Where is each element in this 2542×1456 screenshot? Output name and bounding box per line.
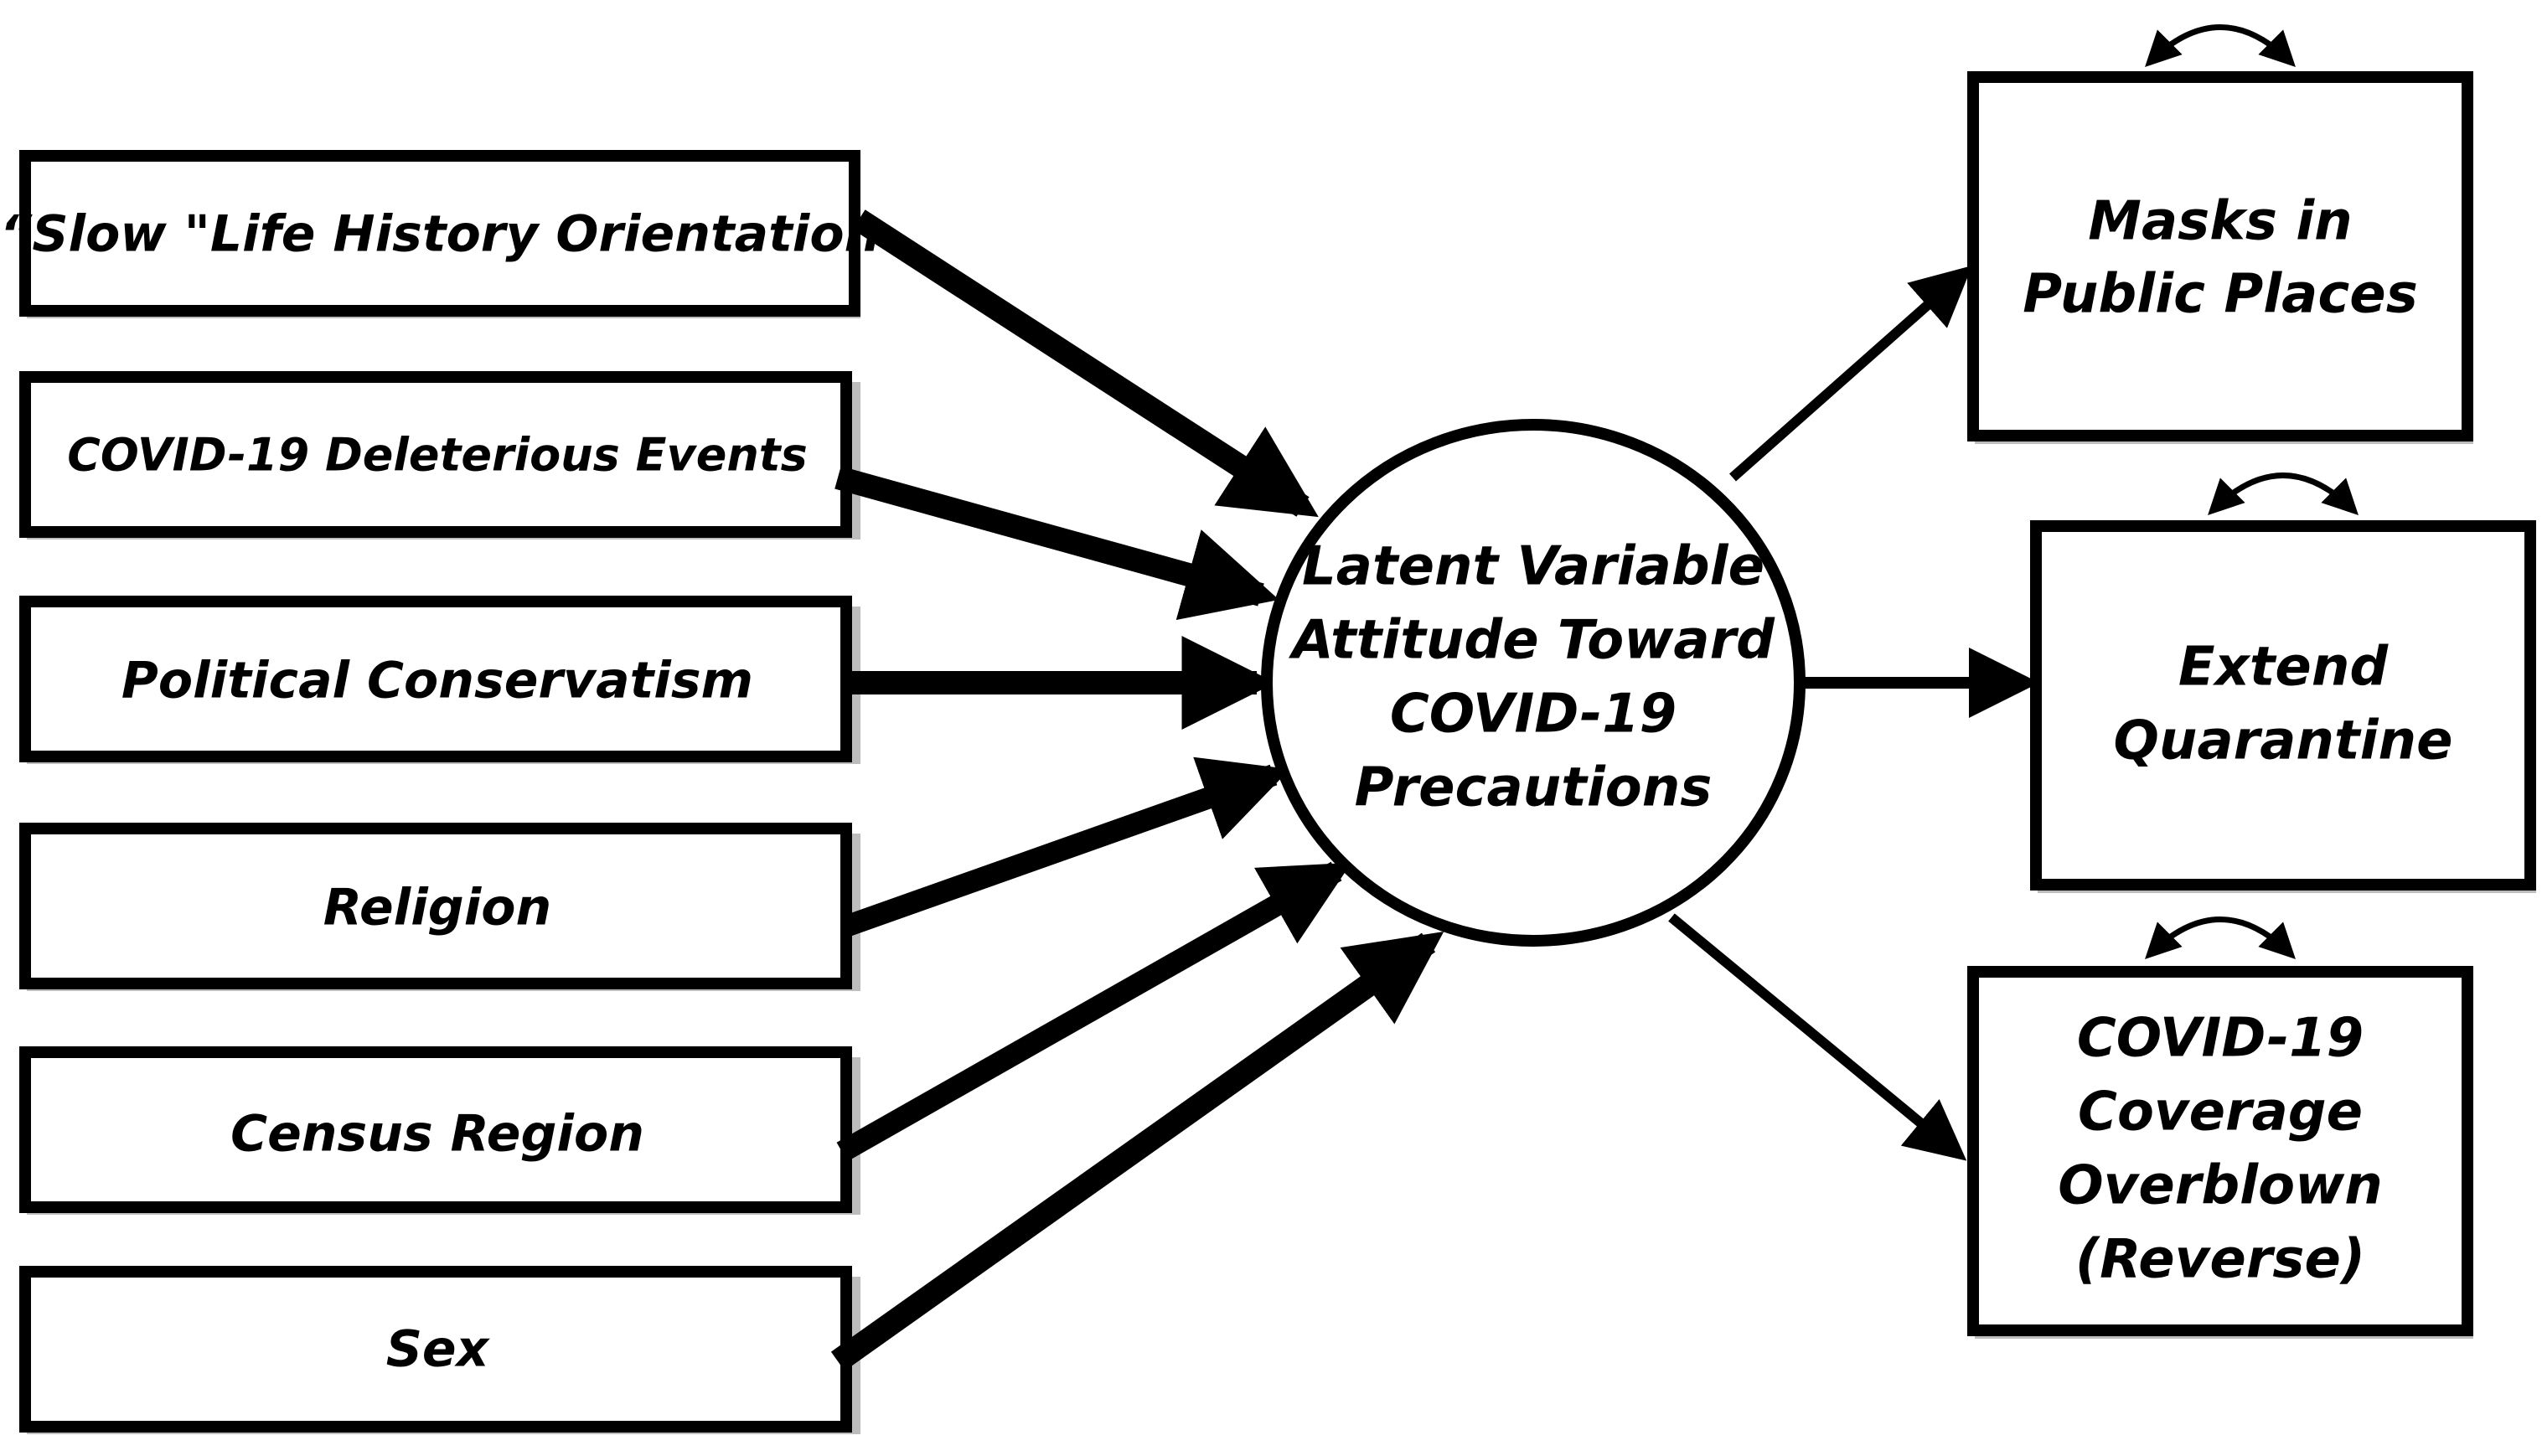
latent-label-line: Precautions [1355, 757, 1713, 819]
predictor-label: COVID-19 Deleterious Events [67, 429, 807, 482]
latent-label-line: COVID-19 [1390, 684, 1677, 746]
loading-arrow-coverage-overblown [1668, 913, 1967, 1161]
predictor-label: Sex [386, 1320, 491, 1379]
predictor-box-covid-deleterious-events: COVID-19 Deleterious Events [19, 371, 860, 540]
predictor-label: Political Conservatism [121, 652, 753, 710]
outcome-label-line: COVID-19 [2077, 1008, 2364, 1070]
residual-double-arrow-coverage-overblown [2145, 916, 2296, 959]
predictor-label: Religion [323, 879, 552, 937]
outcome-label-line: (Reverse) [2075, 1229, 2365, 1291]
outcome-box-masks: Masks in Public Places [1967, 71, 2473, 444]
path-arrow-sex [830, 932, 1444, 1371]
path-arrow-slow-life-history [852, 209, 1319, 518]
path-arrow-census-region [836, 861, 1352, 1162]
latent-variable-node: Latent Variable Attitude Toward COVID-19… [1261, 419, 1806, 947]
latent-label-line: Attitude Toward [1288, 610, 1775, 672]
predictor-box-census-region: Census Region [19, 1046, 860, 1215]
outcome-box-coverage-overblown: COVID-19 Coverage Overblown (Reverse) [1967, 966, 2473, 1339]
outcome-label-line: Overblown [2058, 1155, 2383, 1217]
outcome-label-line: Extend [2178, 637, 2390, 699]
latent-label-line: Latent Variable [1302, 536, 1764, 598]
predictor-label: “Slow "Life History Orientation [0, 205, 880, 264]
outcome-box-extend-quarantine: Extend Quarantine [2030, 520, 2536, 893]
predictor-box-political-conservatism: Political Conservatism [19, 596, 860, 764]
predictor-box-slow-life-history: “Slow "Life History Orientation [0, 150, 880, 318]
residual-double-arrow-extend-quarantine [2208, 472, 2359, 515]
outcome-label-line: Coverage [2078, 1082, 2363, 1144]
predictor-box-sex: Sex [19, 1266, 860, 1434]
outcome-label-line: Public Places [2023, 264, 2418, 326]
loading-arrow-masks [1729, 266, 1972, 482]
path-arrow-religion [844, 756, 1290, 937]
outcome-label-line: Masks in [2088, 191, 2352, 253]
predictor-box-religion: Religion [19, 823, 860, 991]
predictor-label: Census Region [230, 1105, 644, 1164]
residual-double-arrow-masks [2145, 24, 2296, 67]
outcome-label-line: Quarantine [2114, 710, 2453, 772]
path-arrow-covid-deleterious-events [834, 466, 1279, 621]
